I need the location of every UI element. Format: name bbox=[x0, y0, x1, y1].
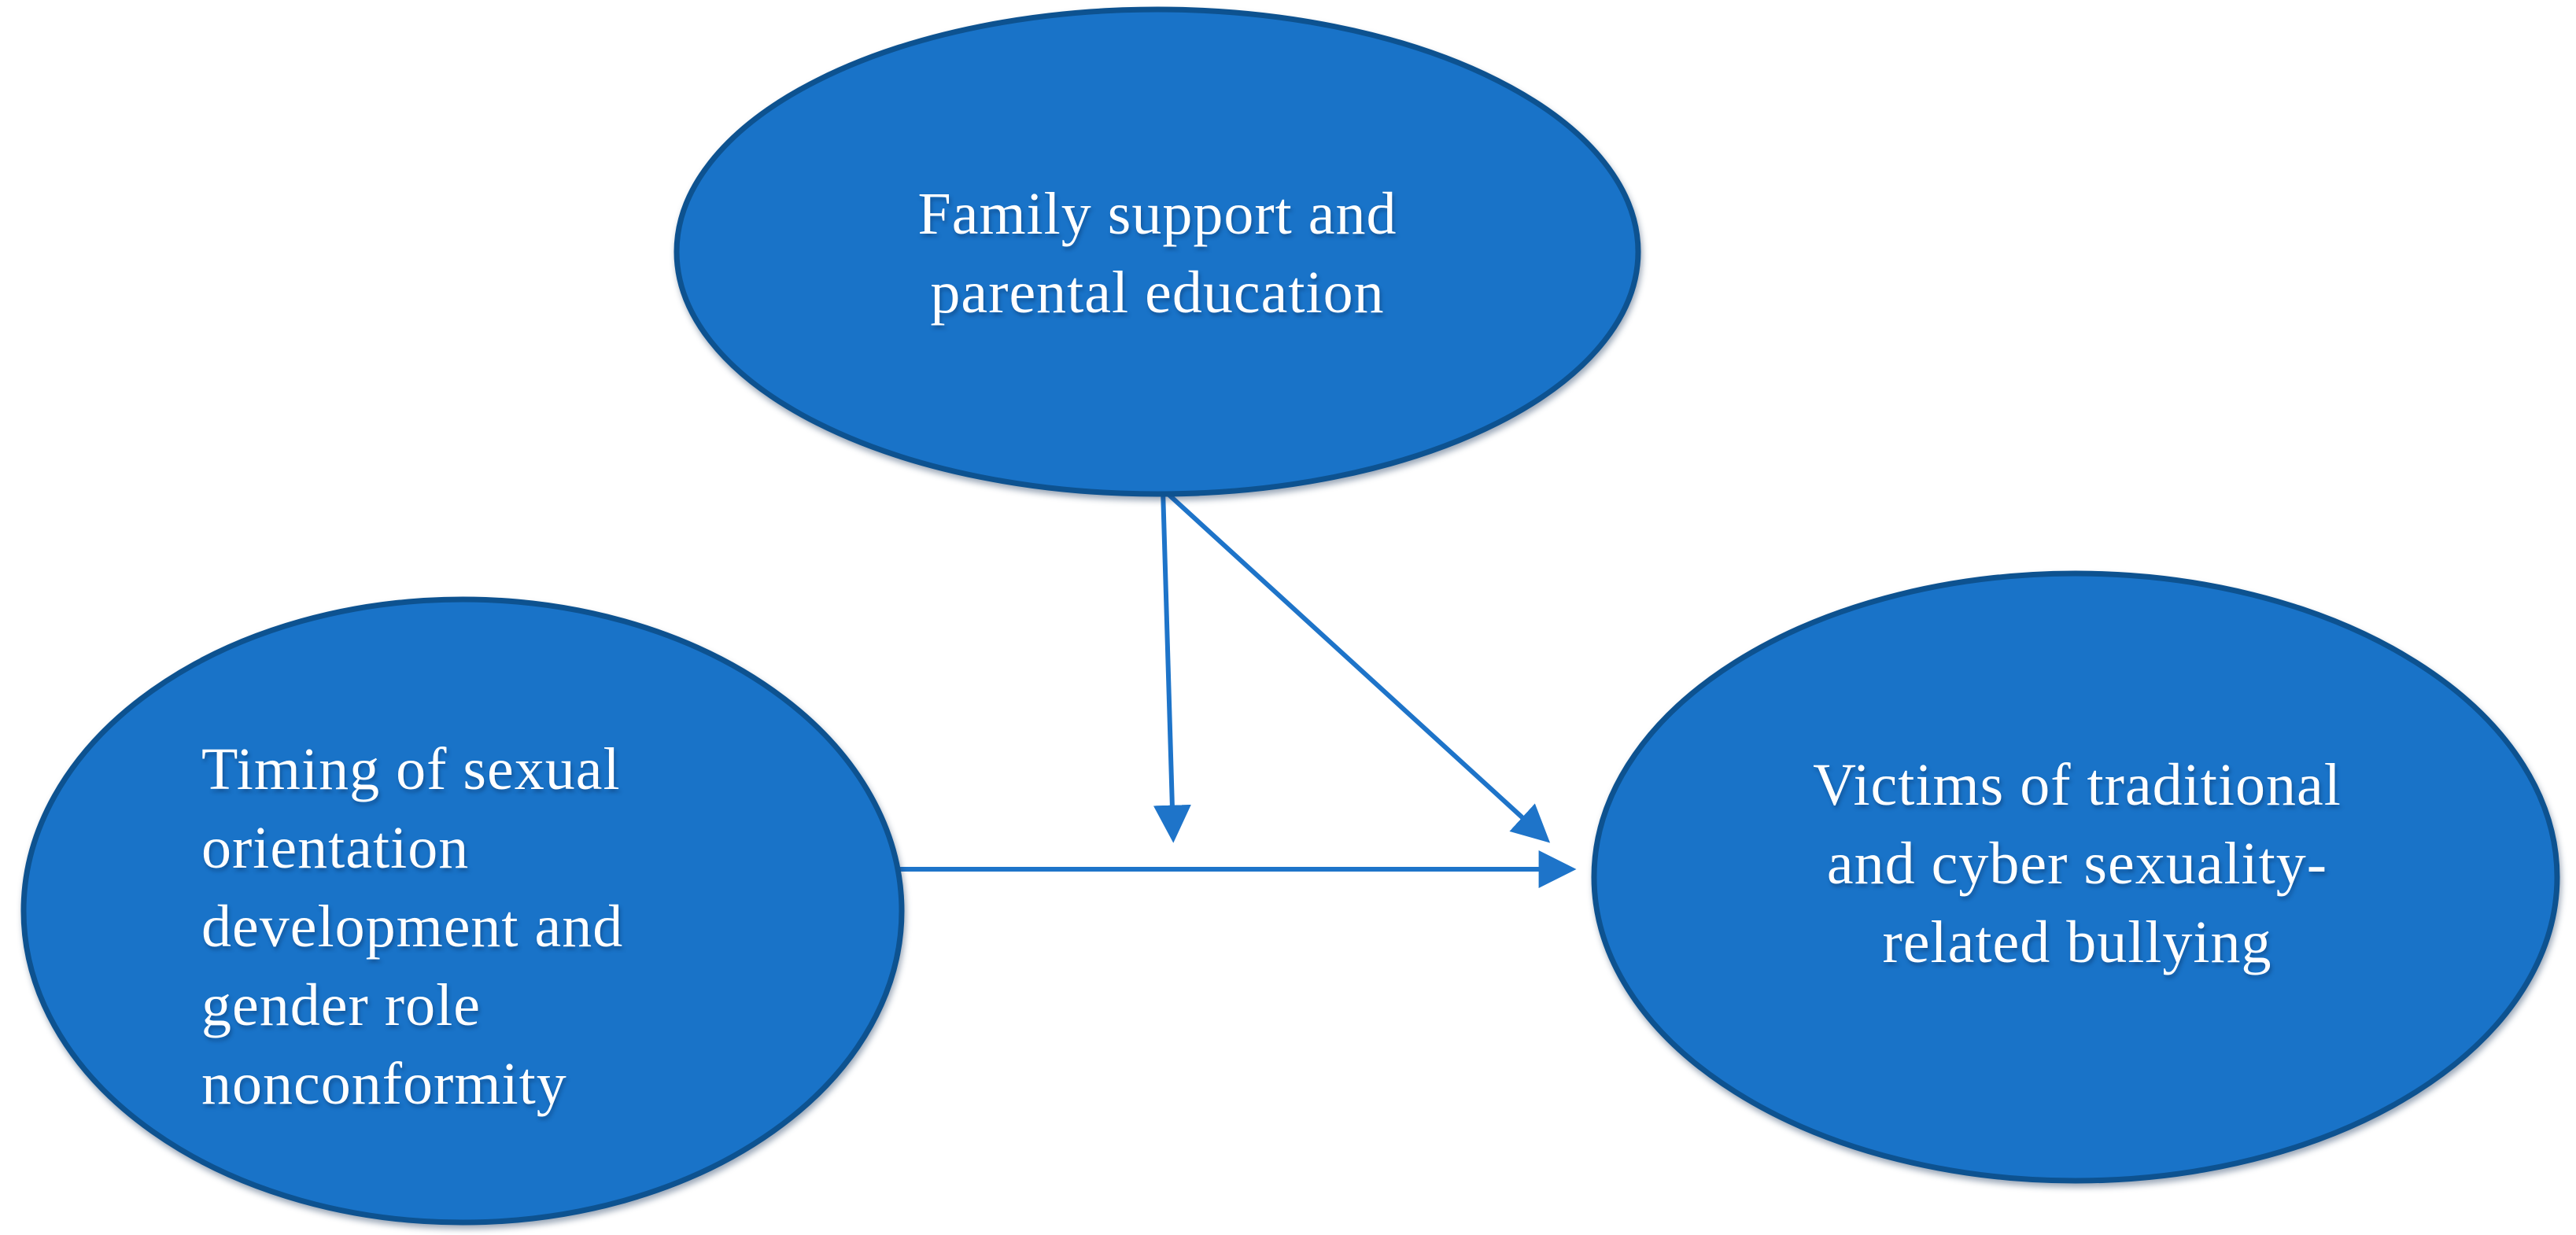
label-line: gender role bbox=[201, 972, 481, 1038]
node-timing-ellipse bbox=[20, 596, 905, 1226]
node-family-support-label: Family support and parental education bbox=[607, 175, 1708, 332]
label-line: Timing of sexual bbox=[201, 736, 621, 802]
node-victims-ellipse bbox=[1591, 570, 2560, 1184]
label-line: Family support and bbox=[917, 181, 1397, 247]
node-family-support-ellipse bbox=[674, 6, 1641, 497]
node-timing-label: Timing of sexual orientation development… bbox=[201, 730, 910, 1123]
label-line: nonconformity bbox=[201, 1051, 567, 1117]
label-line: and cyber sexuality- bbox=[1826, 831, 2328, 897]
edge-family-support-moderator-arrow bbox=[1153, 488, 1191, 843]
label-line: orientation bbox=[201, 815, 470, 881]
edge-family-support-to-victims-arrow bbox=[1161, 487, 1551, 843]
label-line: Victims of traditional bbox=[1813, 752, 2342, 818]
label-line: related bullying bbox=[1882, 909, 2272, 975]
label-line: parental education bbox=[930, 260, 1385, 326]
node-victims-label: Victims of traditional and cyber sexuali… bbox=[1526, 746, 2576, 982]
label-line: development and bbox=[201, 894, 624, 960]
